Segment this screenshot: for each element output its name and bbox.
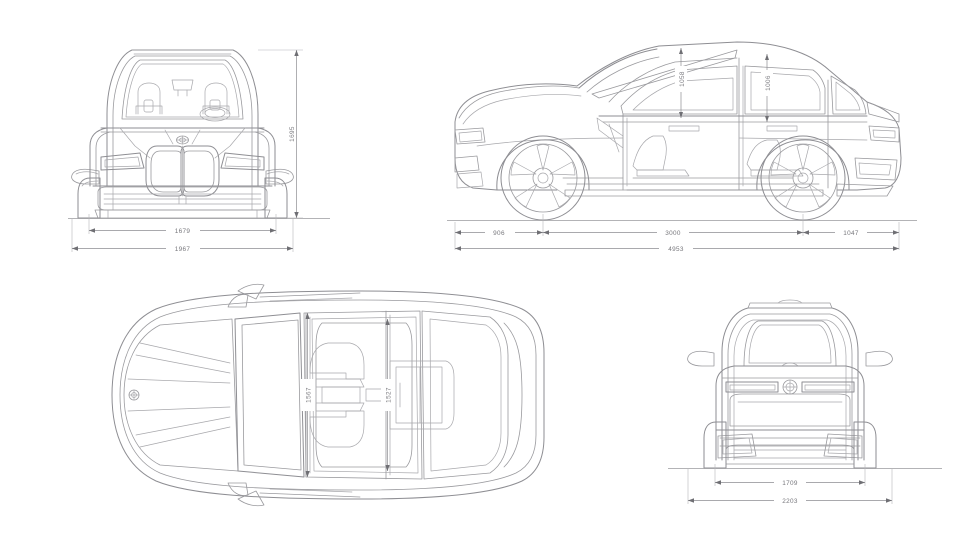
front-track-label: 1679 (175, 228, 191, 235)
side-dim-length: 4953 (455, 243, 899, 254)
front-height-label: 1695 (289, 126, 296, 142)
top-dim-rear-shoulder: 1527 (381, 319, 394, 471)
side-dim-rear-headroom: 1006 (761, 54, 773, 122)
top-view: 1567 1527 (60, 283, 560, 508)
front-shoulder-room-label: 1567 (306, 387, 313, 403)
top-view-body (111, 283, 545, 507)
overall-length-label: 4953 (668, 246, 684, 253)
rear-shoulder-room-label: 1527 (386, 387, 393, 403)
front-dim-width: 1967 (71, 218, 294, 254)
front-overhang-label: 906 (493, 230, 505, 237)
side-view: 1058 1006 (437, 18, 927, 263)
rear-overhang-label: 1047 (843, 230, 859, 237)
rear-dim-width: 2203 (687, 468, 893, 506)
side-dim-chain: 906 3000 1047 (454, 214, 900, 250)
rear-headroom-label: 1006 (765, 75, 772, 91)
front-dim-track: 1679 (88, 214, 277, 236)
front-view: 1695 1679 1967 (60, 18, 335, 263)
rear-width-label: 2203 (782, 498, 798, 505)
front-dim-height: 1695 (258, 49, 303, 219)
front-view-body (71, 49, 294, 219)
side-view-body (454, 41, 902, 221)
rear-view-body (687, 299, 893, 469)
wheelbase-label: 3000 (665, 230, 681, 237)
rear-dim-track: 1709 (714, 464, 866, 488)
top-dim-front-shoulder: 1567 (301, 313, 314, 477)
rear-track-label: 1709 (782, 480, 798, 487)
front-width-label: 1967 (175, 246, 191, 253)
front-headroom-label: 1058 (679, 71, 686, 87)
side-dim-front-headroom: 1058 (675, 48, 687, 118)
rear-view: 1709 2203 (660, 290, 950, 515)
